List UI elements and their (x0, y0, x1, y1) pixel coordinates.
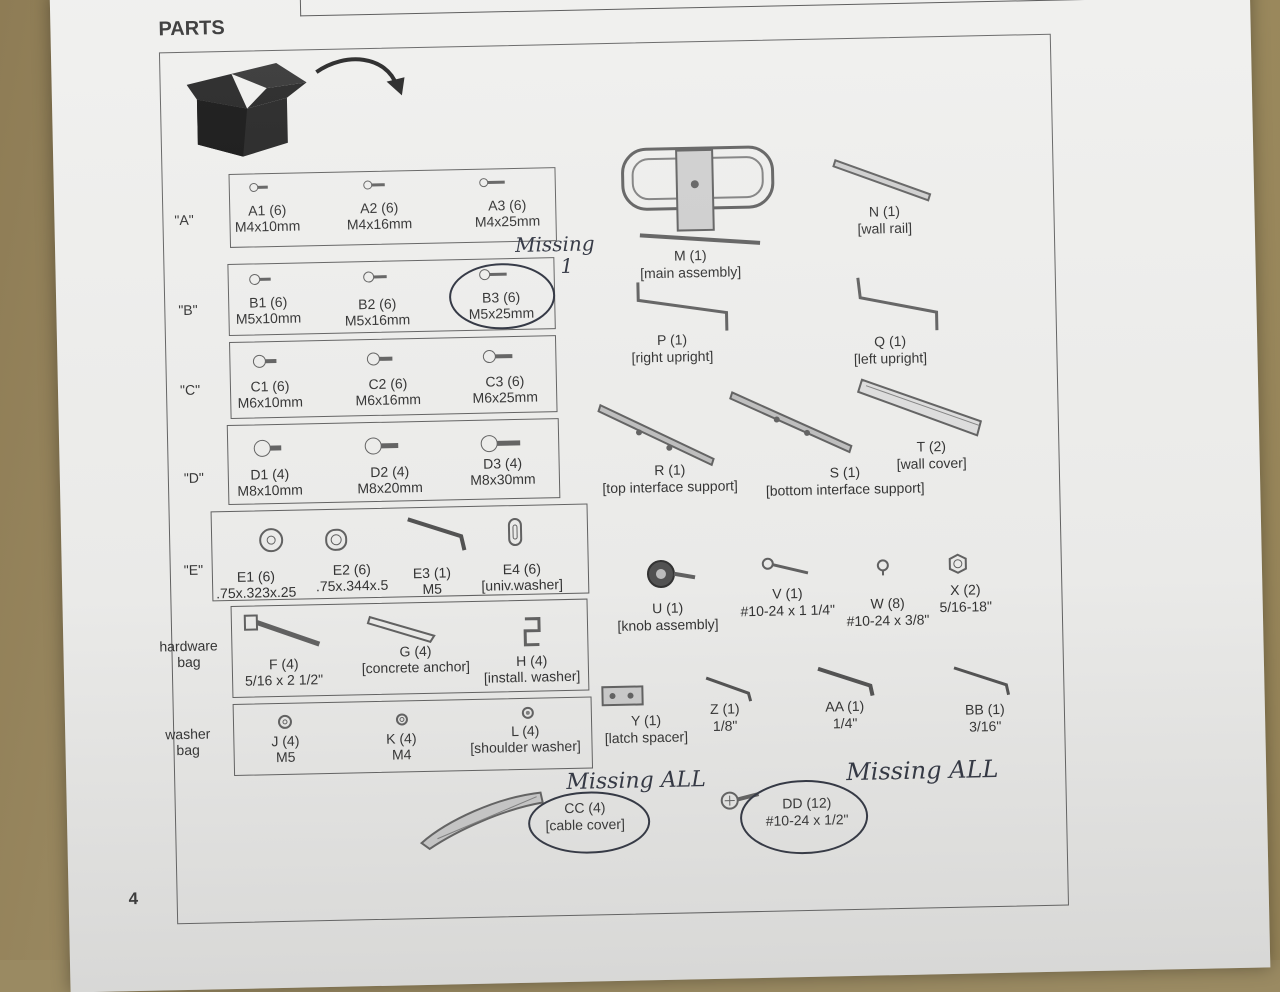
wall-cover-t-icon (858, 371, 989, 444)
part-b2: B2 (6)M5x16mm (339, 295, 416, 329)
part-d1: D1 (4)M8x10mm (232, 465, 309, 499)
screw-w-icon (876, 559, 890, 575)
group-c-label: "C" (180, 382, 200, 398)
part-j: J (4)M5 (255, 732, 316, 765)
handwritten-missing-count: 1 (560, 254, 573, 278)
left-upright-q-icon (856, 274, 947, 332)
concrete-anchor-g-icon (368, 610, 439, 645)
part-g: G (4)[concrete anchor] (345, 642, 486, 677)
screw-b2-icon (364, 270, 388, 284)
part-n: N (1)[wall rail] (834, 202, 935, 238)
handwritten-missing-b3: Missing (515, 231, 595, 257)
part-f: F (4)5/16 x 2 1/2" (234, 655, 335, 689)
part-z: Z (1)1/8" (695, 700, 756, 735)
group-e-label: "E" (184, 562, 204, 578)
page-title: PARTS (158, 17, 225, 41)
bolt-d2-icon (365, 435, 399, 456)
hex-key-e3-icon (406, 514, 477, 555)
screw-a3-icon (480, 176, 506, 189)
bottom-interface-support-s-icon (730, 386, 856, 459)
handwritten-circle-b3 (445, 260, 558, 332)
instruction-page: PARTS "A" A1 (6)M4x10mm A2 (6)M4x16mm A3… (50, 0, 1271, 992)
part-m: M (1)[main assembly] (620, 246, 761, 283)
part-h: H (4)[install. washer] (472, 651, 593, 686)
spacer-e2-icon (323, 527, 350, 554)
group-b-label: "B" (178, 302, 198, 318)
install-washer-h-icon (521, 616, 544, 648)
part-a3: A3 (6)M4x25mm (469, 196, 546, 230)
part-d3: D3 (4)M8x30mm (462, 454, 543, 488)
part-u: U (1)[knob assembly] (603, 599, 734, 636)
part-c1: C1 (6)M6x10mm (232, 377, 309, 411)
group-a-label: "A" (174, 212, 194, 228)
part-b1: B1 (6)M5x10mm (231, 293, 306, 327)
part-aa: AA (1)1/4" (805, 697, 886, 733)
bolt-d1-icon (254, 438, 282, 459)
part-e1: E1 (6).75x.323x.25 (212, 568, 301, 602)
screw-c3-icon (483, 348, 513, 365)
part-q: Q (1)[left upright] (835, 332, 946, 368)
spacer-e1-icon (259, 528, 283, 552)
screw-a2-icon (364, 179, 386, 191)
handwritten-circle-cc (524, 788, 653, 857)
part-k: K (4)M4 (371, 730, 432, 763)
hex-key-bb-icon (952, 663, 1013, 698)
part-y: Y (1)[latch spacer] (591, 711, 702, 747)
part-p: P (1)[right upright] (617, 331, 728, 367)
part-r: R (1)[top interface support] (590, 460, 751, 497)
page-number: 4 (128, 889, 138, 909)
part-e2: E2 (6).75x.344x.5 (307, 561, 398, 595)
handwritten-circle-dd (736, 776, 872, 859)
part-d2: D2 (4)M8x20mm (350, 463, 431, 497)
part-a1: A1 (6)M4x10mm (232, 201, 303, 234)
part-x: X (2)5/16-18" (920, 581, 1011, 617)
bolt-d3-icon (481, 433, 521, 454)
part-e3: E3 (1)M5 (402, 564, 463, 597)
group-d-label: "D" (184, 470, 204, 486)
shoulder-washer-l-icon (521, 706, 535, 720)
part-a2: A2 (6)M4x16mm (342, 199, 417, 233)
knob-assembly-u-icon (647, 557, 698, 592)
part-bb: BB (1)3/16" (945, 700, 1026, 736)
right-upright-p-icon (636, 278, 737, 330)
part-e4: E4 (6)[univ.washer] (472, 560, 573, 594)
screw-c2-icon (367, 351, 393, 368)
screw-v-icon (762, 555, 810, 580)
part-t: T (2)[wall cover] (881, 437, 982, 473)
part-c3: C3 (6)M6x25mm (465, 372, 546, 406)
wall-rail-n-icon (833, 154, 934, 206)
washer-j-icon (278, 715, 292, 729)
latch-spacer-y-icon (600, 682, 647, 709)
screw-a1-icon (250, 181, 270, 193)
nut-x-icon (948, 554, 968, 574)
lag-bolt-f-icon (243, 612, 324, 650)
screw-c1-icon (253, 353, 277, 369)
screw-b1-icon (250, 272, 272, 286)
washer-e4-icon (507, 517, 524, 547)
washer-k-icon (395, 712, 409, 726)
part-c2: C2 (6)M6x16mm (348, 375, 429, 409)
previous-section-box (300, 0, 1112, 16)
hex-key-aa-icon (816, 664, 877, 699)
part-l: L (4)[shoulder washer] (455, 721, 596, 756)
main-assembly-m-icon (618, 142, 780, 255)
